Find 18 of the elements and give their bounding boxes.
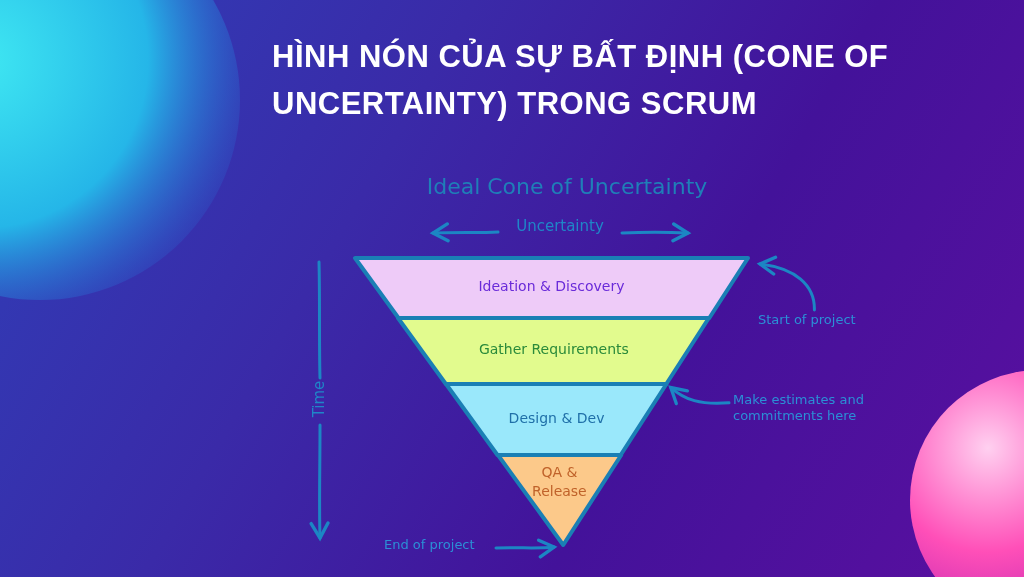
annotation-text: Start of project [758,312,878,329]
phase-label: Ideation & Discovery [477,278,626,294]
title: HÌNH NÓN CỦA SỰ BẤT ĐỊNH (CONE OF UNCERTAINTY) TRONG SCRUM [272,37,890,123]
leader-arrow [758,256,816,312]
leader-arrow [669,385,731,406]
phase-band [497,455,621,545]
leader-arrow [494,538,556,559]
annotation-text: End of project [384,537,494,554]
axis-label: Uncertainty [515,217,605,235]
annotation-text: Make estimates and commitments here [733,392,873,425]
phase-band [355,258,748,318]
phase-band [446,384,667,455]
axis-label: Time [310,379,328,420]
phase-band [398,318,710,384]
phase-label: Gather Requirements [477,341,630,357]
chart-title: Ideal Cone of Uncertainty [425,174,709,199]
phase-label: Design & Dev [507,409,606,426]
phase-label: QA & Release [531,463,588,501]
